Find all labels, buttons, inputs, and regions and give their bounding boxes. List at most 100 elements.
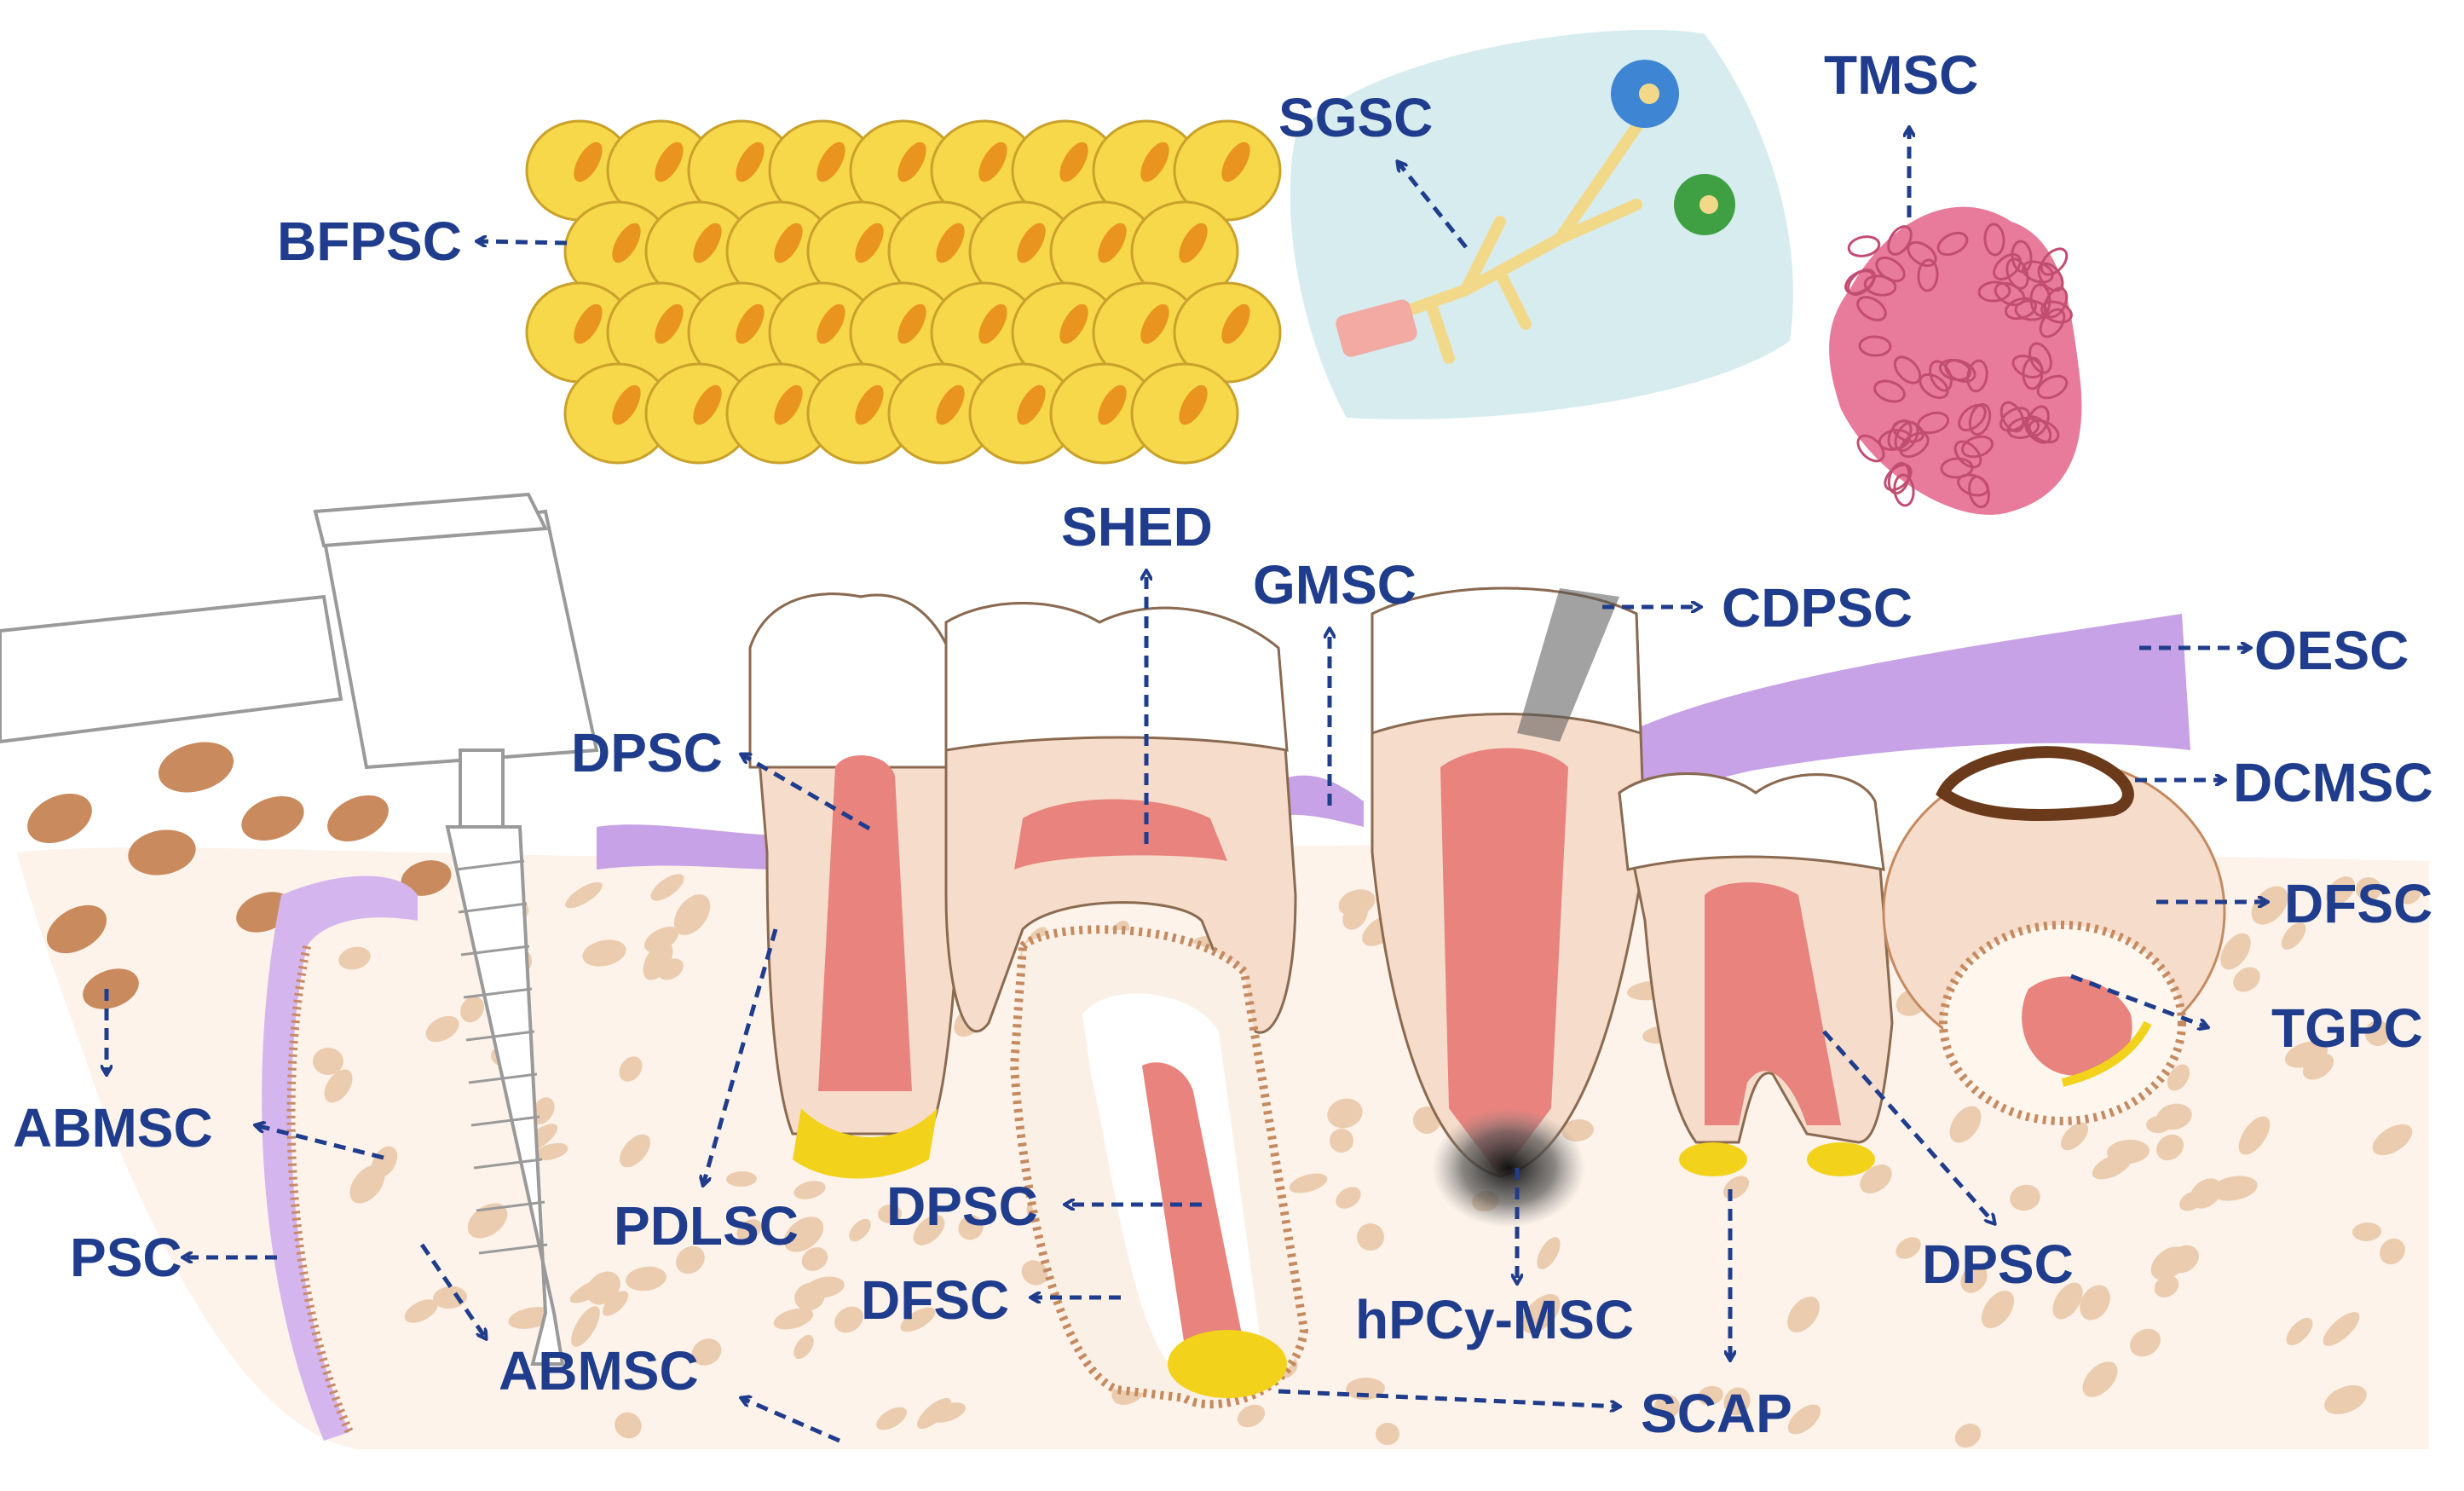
label-sgsc: SGSC: [1278, 87, 1433, 148]
tooth-germ: [1882, 746, 2226, 1125]
label-bfpsc: BFPSC: [277, 211, 462, 272]
tonsil-cell: [1873, 379, 1906, 403]
developing-tooth: [1009, 925, 1309, 1409]
bone-spot: [2154, 1275, 2179, 1297]
tonsil-cell: [1878, 429, 1912, 451]
bone-spot: [2155, 1134, 2184, 1161]
bone-spot: [619, 1056, 643, 1082]
bone-spot: [793, 1181, 826, 1199]
tonsil-cell: [2028, 342, 2052, 374]
bone-spot: [1787, 1296, 1820, 1333]
fat-cell: [1173, 119, 1282, 222]
bone-spot: [773, 1308, 814, 1330]
bone-spot: [958, 1215, 984, 1240]
bone-spot: [2146, 1115, 2172, 1134]
tonsil-cell: [1993, 253, 2022, 280]
bone-spot: [2284, 1041, 2328, 1068]
arrow-abmsc-1b: [256, 1125, 384, 1160]
tonsil-cell: [1957, 473, 1989, 497]
bone-spot: [849, 1218, 871, 1242]
labels: BFPSC SGSC TMSC SHED GMSC CDPSC OESC DPS…: [13, 44, 2433, 1444]
bone-spot: [2326, 876, 2355, 905]
tonsil-cell: [1863, 275, 1897, 297]
bone-spot: [565, 881, 603, 909]
label-dpsc-3: DPSC: [1922, 1234, 2074, 1295]
bone-spot: [2010, 1184, 2040, 1211]
bone-spot: [2281, 922, 2306, 951]
bone-spot: [582, 939, 626, 967]
label-tmsc: TMSC: [1824, 44, 1978, 106]
bone-spot: [1860, 1164, 1892, 1193]
bone-spot: [1537, 1237, 1561, 1269]
label-shed: SHED: [1061, 496, 1213, 558]
bone-spot: [2398, 884, 2421, 904]
tonsil-cell: [1999, 401, 2025, 433]
label-abmsc-2: ABMSC: [499, 1340, 699, 1401]
bone-spot: [615, 1412, 642, 1439]
fat-cell: [1130, 200, 1239, 303]
fat-cell: [930, 119, 1039, 222]
bone-spot: [1289, 1173, 1328, 1193]
bone-spot: [673, 894, 711, 935]
arrow-dpsc-3: [1822, 1030, 1994, 1223]
periosteum: [262, 876, 418, 1441]
arrow-dpsc-1: [742, 754, 871, 831]
bone-spot: [2380, 1238, 2405, 1265]
fat-cluster-icon: [525, 119, 1282, 465]
bone-spot: [1237, 1404, 1266, 1428]
bone-spot: [1960, 1264, 1988, 1293]
bone-spot: [626, 1266, 666, 1292]
bone-spot: [1654, 1394, 1680, 1419]
bone-spot: [1357, 1223, 1384, 1251]
tonsil-cell: [1894, 420, 1919, 453]
bone-spot: [1330, 1129, 1353, 1153]
bone-spot: [2286, 1317, 2313, 1346]
tonsil-cell: [2040, 247, 2069, 276]
tonsil-cell: [1968, 402, 1992, 436]
label-dpsc-1: DPSC: [571, 722, 723, 783]
fat-cell: [968, 362, 1077, 465]
label-tgpc: TGPC: [2271, 997, 2423, 1059]
tonsil-cell: [1856, 296, 1887, 321]
bone-spot: [2082, 1361, 2118, 1397]
bone-spot: [1376, 1422, 1399, 1446]
bone-spot: [2150, 1246, 2188, 1280]
bone-spot: [691, 1338, 722, 1366]
dental-implant-icon: [0, 492, 599, 1366]
bone-spot: [620, 1134, 650, 1168]
bone-spot: [736, 1219, 762, 1241]
bone-spot: [460, 996, 484, 1023]
bone-spot: [2323, 1312, 2360, 1346]
tonsil-cell: [1958, 403, 1987, 432]
bone-spot: [602, 1291, 629, 1316]
bone-spot: [467, 1203, 508, 1239]
bone-spot: [2352, 1222, 2381, 1242]
tonsil-cell: [1953, 440, 1982, 469]
tooth-cross-section-icon: [748, 592, 965, 1179]
bone-spot: [2210, 1176, 2258, 1201]
tonsil-cell: [1936, 231, 1969, 257]
bone-spot: [643, 941, 673, 980]
tonsil-cell: [2022, 356, 2044, 390]
bone-spot: [676, 1245, 705, 1274]
tonsil-cell: [1844, 269, 1875, 295]
arrow-abmsc-2b: [742, 1398, 840, 1443]
arrows: [107, 128, 2267, 1443]
label-scap: SCAP: [1641, 1383, 1792, 1444]
tonsil-cell: [2040, 300, 2073, 324]
bone-spot: [2365, 1020, 2391, 1047]
bone-spot: [1896, 1237, 1921, 1259]
bone-spot: [404, 1299, 438, 1323]
tooth-cross-section-icon: [1370, 587, 1647, 1228]
tonsil-cell: [1940, 457, 1974, 479]
label-psc: PSC: [70, 1227, 182, 1288]
bone-spot: [1787, 1404, 1821, 1435]
bone-spot: [2061, 1122, 2088, 1151]
label-cdpsc: CDPSC: [1722, 577, 1913, 639]
label-dpsc-2: DPSC: [886, 1176, 1038, 1237]
tonsil-cell: [1893, 473, 1915, 507]
arrow-scap-1: [1278, 1389, 1619, 1407]
arrow-tgpc: [2070, 974, 2207, 1027]
tonsil-cell: [1893, 355, 1922, 384]
